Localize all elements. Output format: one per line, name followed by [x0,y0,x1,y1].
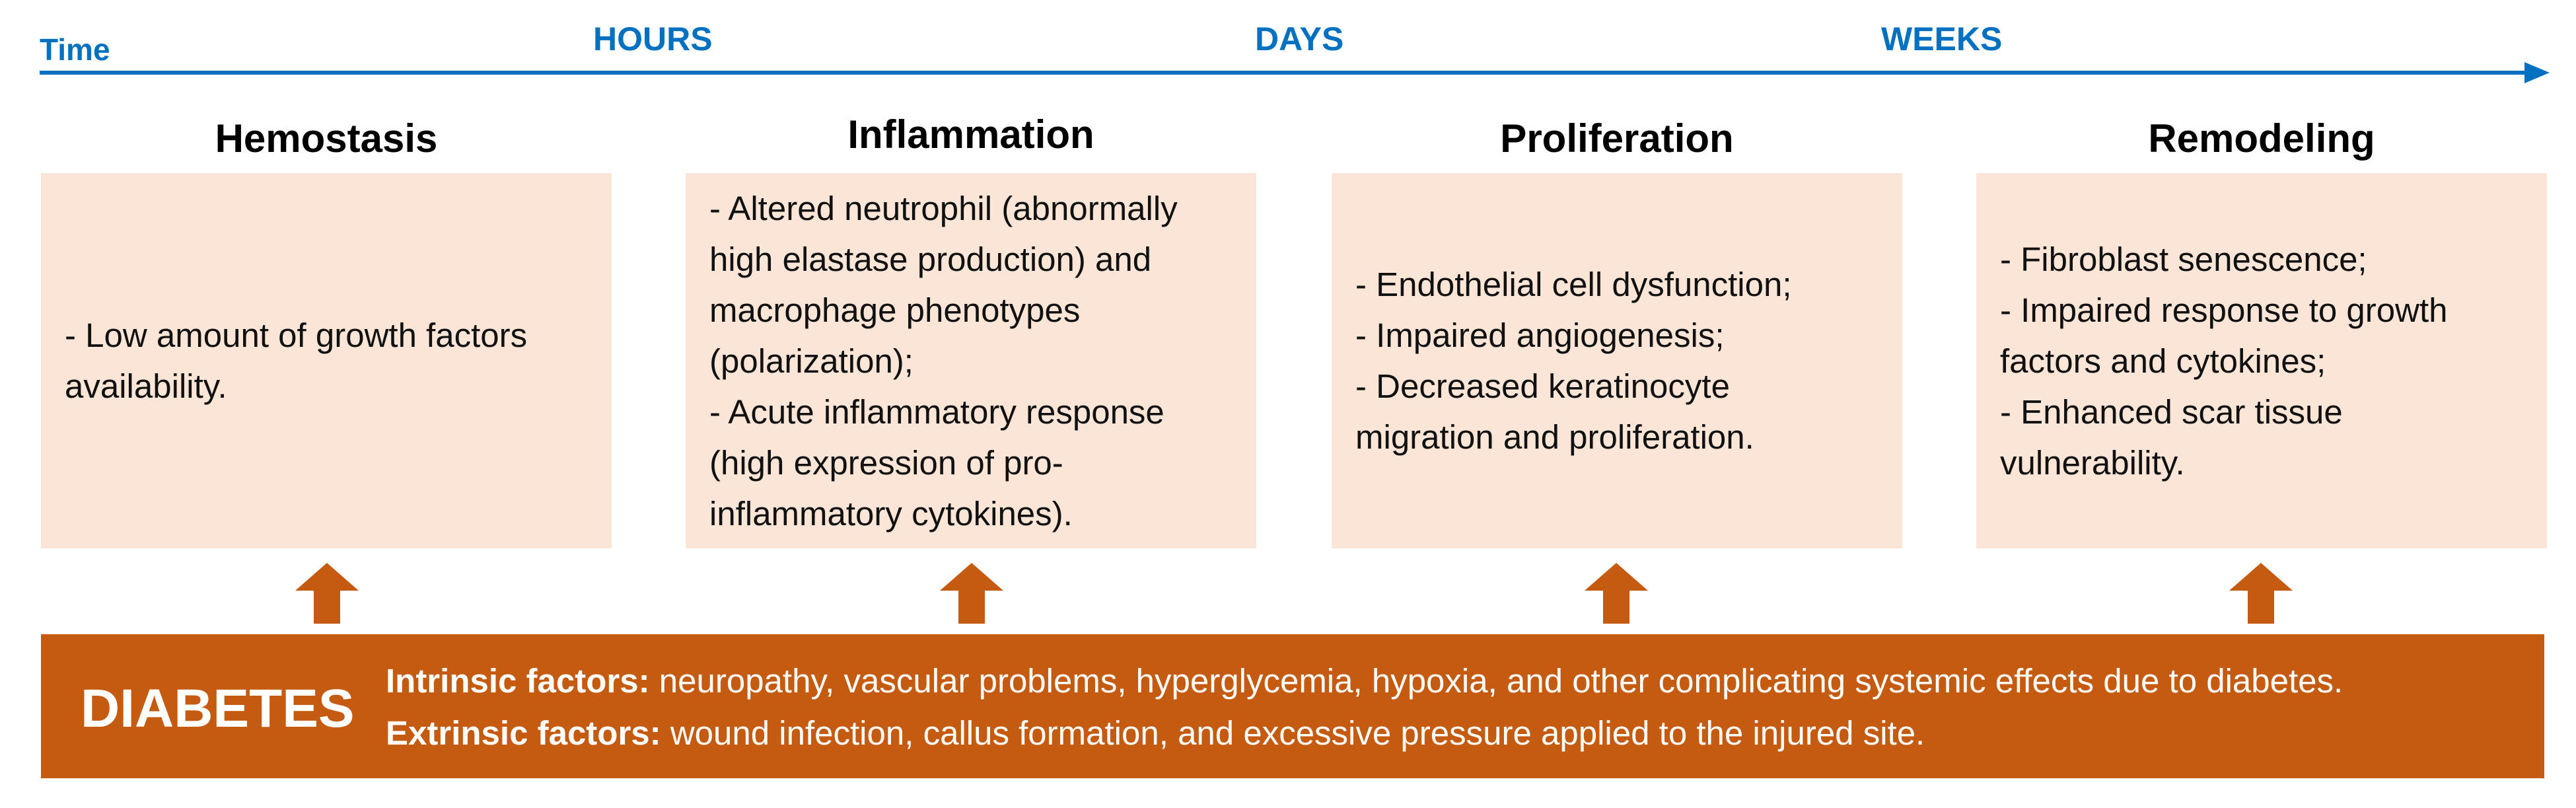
timeline-mark-days: DAYS [1255,20,1344,57]
diabetes-bar: DIABETES Intrinsic factors: neuropathy, … [41,634,2544,778]
phase-text-line: inflammatory cytokines). [709,494,1073,533]
phase-box-hemostasis: - Low amount of growth factors availabil… [41,173,612,548]
phase-text-line: migration and proliferation. [1355,418,1754,456]
phase-text-line: availability. [65,367,227,405]
up-arrow-hemostasis [295,563,359,624]
phase-text-line: - Fibroblast senescence; [2000,240,2367,278]
phase-text-line: - Decreased keratinocyte [1355,367,1730,405]
extrinsic-factors-line: Extrinsic factors: wound infection, call… [386,716,1925,750]
phase-title-proliferation: Proliferation [1500,116,1734,161]
phase-text-line: - Acute inflammatory response [709,392,1164,431]
intrinsic-factors-line: Intrinsic factors: neuropathy, vascular … [386,664,2343,698]
phase-box-inflammation: - Altered neutrophil (abnormally high el… [686,173,1256,548]
up-arrow-shape [2229,563,2293,624]
timeline-mark-weeks: WEEKS [1881,20,2003,57]
timeline-mark-hours: HOURS [593,20,713,57]
phase-text-line: high elastase production) and [709,240,1152,278]
phase-text-line: - Altered neutrophil (abnormally [709,189,1178,227]
phase-text-line: - Endothelial cell dysfunction; [1355,266,1792,303]
up-arrow-proliferation [1585,563,1648,624]
phase-text-line: - Enhanced scar tissue [2000,392,2343,431]
up-arrow-remodeling [2229,563,2293,624]
diabetes-title: DIABETES [81,679,355,739]
phase-text-line: factors and cytokines; [2000,342,2326,380]
extrinsic-factors-label: Extrinsic factors: [386,714,661,752]
timeline-arrow [40,62,2550,83]
timeline-arrow-head [2524,62,2550,83]
phase-text-line: (polarization); [709,342,913,380]
phase-text-line: - Impaired response to growth [2000,291,2448,329]
up-arrow-inflammation [940,563,1003,624]
phase-text-line: - Low amount of growth factors [65,316,528,354]
intrinsic-factors-text: neuropathy, vascular problems, hyperglyc… [649,662,2343,700]
phase-text-line: (high expression of pro- [709,443,1063,482]
up-arrow-shape [1585,563,1648,624]
up-arrow-shape [940,563,1003,624]
phase-box-proliferation: - Endothelial cell dysfunction; - Impair… [1332,173,1902,548]
phase-text-line: vulnerability. [2000,443,2185,482]
intrinsic-factors-label: Intrinsic factors: [386,662,650,700]
phase-text-line: - Impaired angiogenesis; [1355,316,1725,354]
time-axis-label: Time [40,32,110,67]
phase-title-hemostasis: Hemostasis [215,116,438,161]
up-arrow-shape [295,563,359,624]
extrinsic-factors-text: wound infection, callus formation, and e… [661,714,1925,752]
phase-box-remodeling: - Fibroblast senescence; - Impaired resp… [1976,173,2547,548]
phase-text-line: macrophage phenotypes [709,291,1081,329]
phase-title-remodeling: Remodeling [2148,116,2375,161]
phase-title-inflammation: Inflammation [847,112,1094,157]
